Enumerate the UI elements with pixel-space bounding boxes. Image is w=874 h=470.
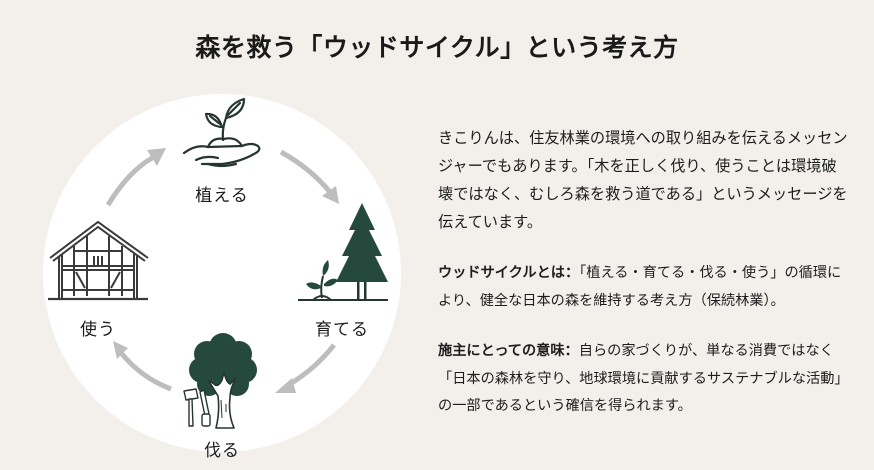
stage-label-grow: 育てる	[315, 320, 369, 340]
point-body: 自らの家づくりが、単なる消費ではなく「日本の森林を守り、地球環境に貢献するサステ…	[438, 343, 842, 414]
intro-paragraph: きこりんは、住友林業の環境への取り組みを伝えるメッセンジャーでもあります。「木を…	[438, 129, 848, 231]
point-heading: ウッドサイクルとは：	[438, 265, 580, 281]
stage-label-use: 使う	[80, 320, 116, 340]
wood-cycle-diagram: 植える 育てる 伐る 使う	[43, 94, 401, 461]
cycle-graphic	[43, 94, 401, 452]
hand-holding-seedling-icon	[182, 97, 261, 168]
point-body: 「植える・育てる・伐る・使う」の循環により、健全な日本の森を維持する考え方（保続…	[438, 265, 842, 309]
tree-and-sprout-icon	[298, 203, 388, 301]
meaning-for-owner: 施主にとっての意味：自らの家づくりが、単なる消費ではなく「日本の森林を守り、地球…	[438, 338, 848, 421]
arrow-use-to-plant	[105, 155, 154, 207]
stage-label-cut: 伐る	[204, 441, 240, 461]
explanation-panel: きこりんは、住友林業の環境への取り組みを伝えるメッセンジャーでもあります。「木を…	[438, 124, 848, 444]
arrowhead-grow-to-cut	[275, 378, 296, 393]
point-heading: 施主にとっての意味：	[438, 343, 579, 359]
tree-with-axe-and-saw-icon	[183, 333, 257, 429]
stage-label-plant: 植える	[195, 186, 249, 206]
arrowhead-use-to-plant	[147, 148, 166, 166]
arrow-plant-to-grow	[279, 149, 332, 194]
timber-frame-house-icon	[48, 220, 149, 301]
arrow-grow-to-cut	[288, 343, 336, 387]
wood-cycle-definition: ウッドサイクルとは：「植える・育てる・伐る・使う」の循環により、健全な日本の森を…	[438, 260, 848, 315]
page-title: 森を救う「ウッドサイクル」という考え方	[195, 33, 679, 62]
arrow-cut-to-use	[120, 352, 172, 392]
arrowhead-plant-to-grow	[322, 186, 339, 204]
arrowhead-cut-to-use	[113, 341, 128, 359]
